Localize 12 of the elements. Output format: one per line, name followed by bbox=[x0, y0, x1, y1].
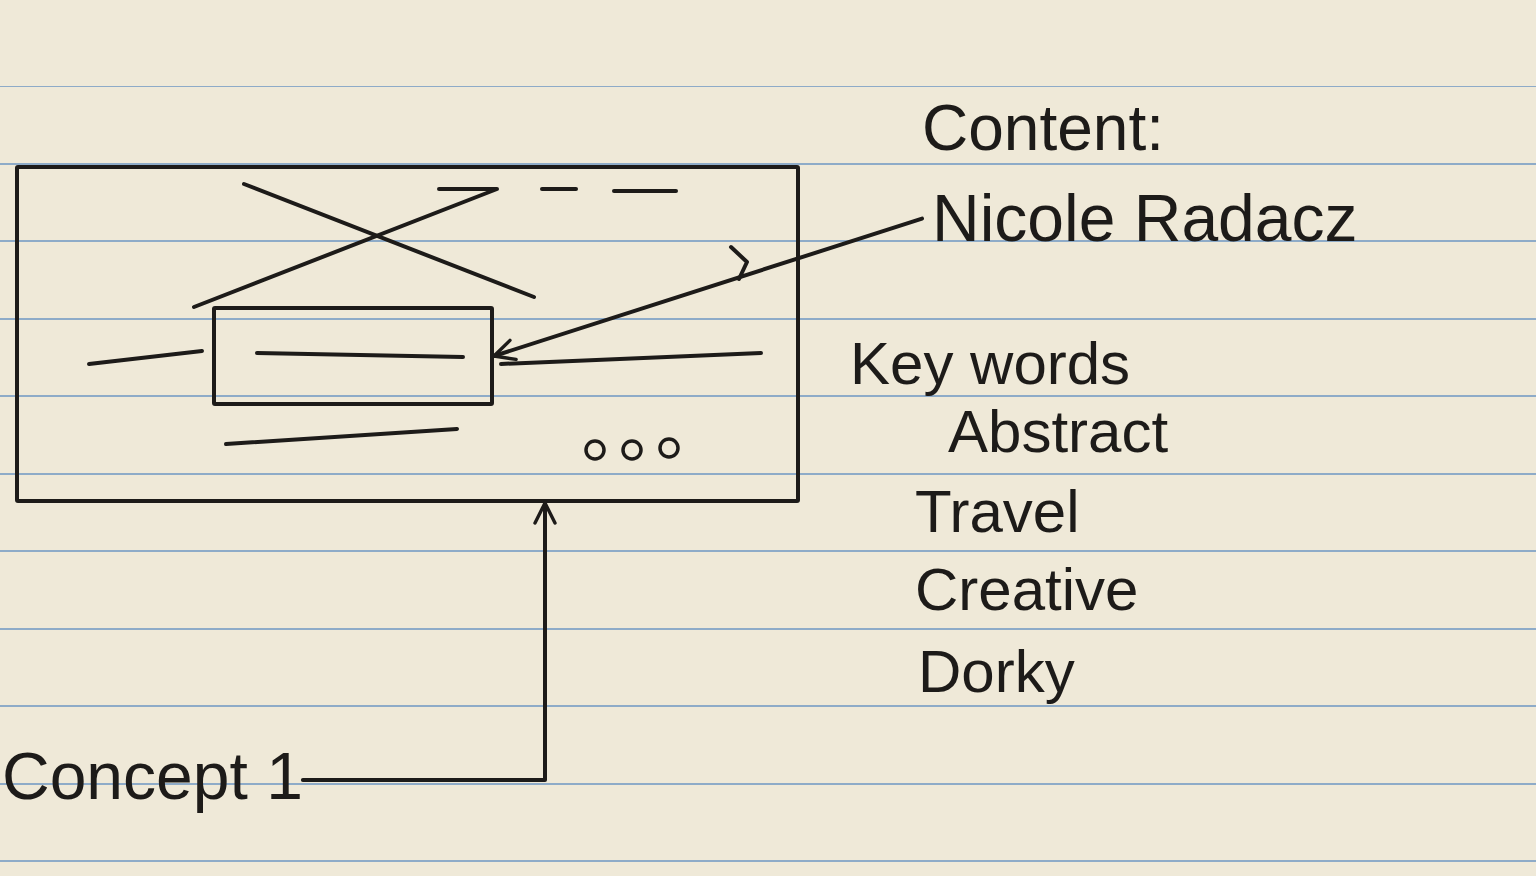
wireframe-frame bbox=[15, 165, 800, 503]
keyword-text: Abstract bbox=[948, 400, 1169, 463]
heading-text: Content: bbox=[922, 95, 1165, 163]
keyword-text: Travel bbox=[915, 480, 1080, 543]
section-heading: Key words bbox=[850, 332, 1131, 395]
concept-label: Concept 1 bbox=[2, 742, 303, 812]
arrow bbox=[300, 501, 557, 783]
content-block bbox=[212, 306, 494, 406]
arrow bbox=[492, 216, 924, 362]
keyword-text: Creative bbox=[915, 558, 1139, 621]
name-text: Nicole Radacz bbox=[932, 184, 1358, 254]
keyword-text: Dorky bbox=[918, 640, 1075, 703]
